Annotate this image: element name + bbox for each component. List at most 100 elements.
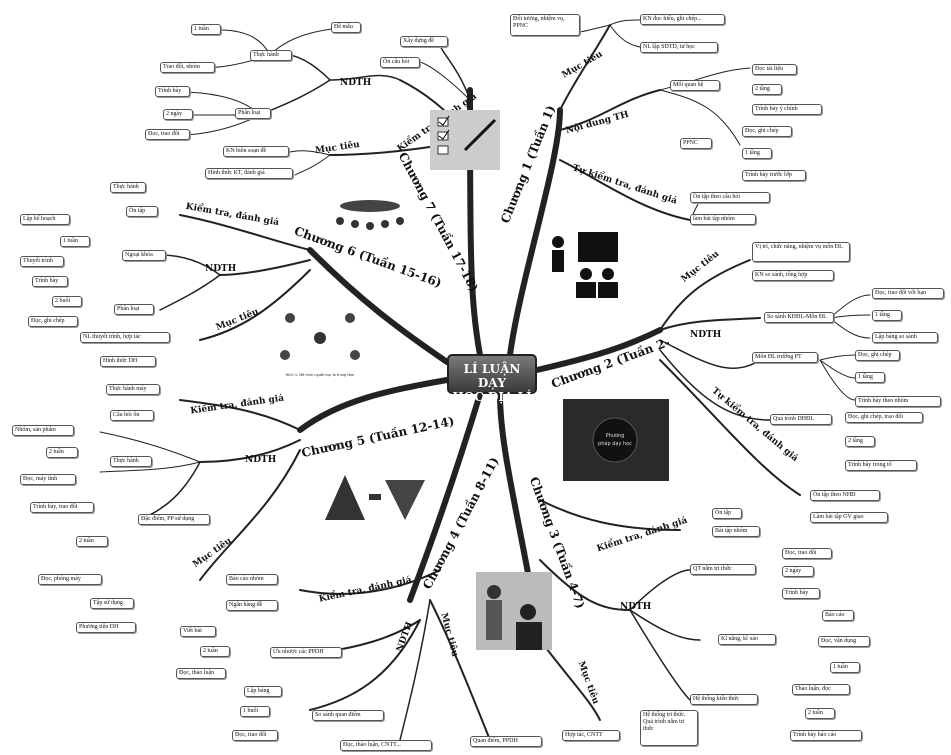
method-caption: Phương: [606, 433, 625, 439]
node[interactable]: PPNC: [680, 138, 712, 149]
node[interactable]: Thực hành: [110, 182, 146, 193]
node[interactable]: Đọc, phòng máy: [38, 574, 102, 585]
node[interactable]: Đọc, ghi chép: [742, 126, 792, 137]
node[interactable]: Đọc, trao đổi: [232, 730, 278, 741]
node[interactable]: 1 tuần: [191, 24, 221, 35]
node[interactable]: Đọc, trao đổi: [782, 548, 832, 559]
node[interactable]: So sánh quan điểm: [312, 710, 384, 721]
node[interactable]: làm bài tập nhóm: [690, 214, 756, 225]
node[interactable]: Trình bày: [155, 86, 190, 97]
node[interactable]: Mối quan hệ: [670, 80, 720, 91]
node[interactable]: Trình bày, trao đổi: [30, 502, 94, 513]
node[interactable]: Đọc, trao đổi: [145, 129, 190, 140]
node[interactable]: Nhóm, sản phẩm: [12, 425, 74, 436]
node[interactable]: Làm bài tập GV giao: [810, 512, 888, 523]
node[interactable]: Đọc, ghi chép: [28, 316, 78, 327]
node[interactable]: 2 tầng: [845, 436, 875, 447]
node[interactable]: Thảo luận, đọc: [792, 684, 850, 695]
node[interactable]: Đọc, vận dụng: [818, 636, 870, 647]
node[interactable]: Câu hỏi ôn: [110, 410, 154, 421]
node[interactable]: 1 tuần: [830, 662, 860, 673]
node[interactable]: Phân loại: [235, 108, 271, 119]
node[interactable]: Ôn câu hỏi: [380, 57, 420, 68]
node[interactable]: Ngoại khóa: [122, 250, 166, 261]
node[interactable]: Đọc, ghi chép: [855, 350, 900, 361]
node[interactable]: Viết bài: [180, 626, 216, 637]
node[interactable]: Ôn tập: [712, 508, 742, 519]
node[interactable]: Hình thức DH: [100, 356, 156, 367]
node[interactable]: Đặc điểm, PP sử dụng: [138, 514, 210, 525]
node[interactable]: Hình thức KT, đánh giá: [205, 168, 293, 179]
node[interactable]: Lập bảng: [244, 686, 282, 697]
node[interactable]: 1 tầng: [742, 148, 772, 159]
node[interactable]: Hệ thống tri thức. Quá trình nắm tri thứ…: [640, 710, 698, 746]
node[interactable]: Đọc tài liệu: [752, 64, 797, 75]
node[interactable]: Đọc, thảo luận: [176, 668, 226, 679]
node[interactable]: Hợp tác, CNTT: [562, 730, 620, 741]
node[interactable]: 2 tuần: [46, 447, 78, 458]
node[interactable]: Ôn tập: [126, 206, 158, 217]
node[interactable]: Bài tập nhóm: [712, 526, 760, 537]
node[interactable]: Vị trí, chức năng, nhiệm vụ môn ĐL: [752, 242, 850, 262]
node[interactable]: Quá trình DHĐL: [770, 414, 832, 425]
node[interactable]: Đọc, thảo luận, CNTT...: [340, 740, 432, 751]
node[interactable]: KN so sánh, tổng hợp: [752, 270, 834, 281]
node[interactable]: Đọc, ghi chép, trao đổi: [845, 412, 923, 423]
node[interactable]: Ôn tập theo NHĐ: [810, 490, 880, 501]
node[interactable]: Thuyết trình: [20, 256, 64, 267]
node[interactable]: 2 ngày: [163, 109, 193, 120]
node[interactable]: Trình bày theo nhóm: [855, 396, 941, 407]
node[interactable]: Đối tượng, nhiệm vụ, PPNC: [510, 14, 580, 36]
node[interactable]: Trao đổi, nhóm: [160, 62, 215, 73]
node[interactable]: 1 tầng: [872, 310, 902, 321]
node[interactable]: Thực hành máy: [106, 384, 160, 395]
node[interactable]: So sánh KHĐL-Môn ĐL: [764, 312, 834, 323]
node[interactable]: Đọc, trao đổi với bạn: [872, 288, 944, 299]
node[interactable]: Lập kế hoạch: [20, 214, 70, 225]
node[interactable]: Trình bày: [32, 276, 68, 287]
node[interactable]: 1 buổi: [240, 706, 270, 717]
node[interactable]: 1 tầng: [855, 372, 885, 383]
pyramid-picture: [325, 475, 425, 520]
node[interactable]: Báo cáo: [822, 610, 854, 621]
c3-ndth-label: NDTH: [620, 602, 652, 612]
c2-ndth-label: NDTH: [690, 330, 722, 340]
c6-ndth-label: NDTH: [205, 264, 237, 274]
node[interactable]: NL lập SĐTD, tư học: [640, 42, 718, 53]
node[interactable]: Môn ĐL trường PT: [752, 352, 818, 363]
node[interactable]: 2 tuần: [200, 646, 230, 657]
node[interactable]: 2 ngày: [782, 566, 814, 577]
node[interactable]: Trình bày ý chính: [752, 104, 822, 115]
node[interactable]: Quan điểm, PPDH: [470, 736, 542, 747]
node[interactable]: 2 buổi: [52, 296, 82, 307]
node[interactable]: 2 tuần: [805, 708, 835, 719]
node[interactable]: Đọc, máy tính: [20, 474, 76, 485]
node[interactable]: Kĩ năng, kĩ xảo: [718, 634, 776, 645]
node[interactable]: Phương tiện DH: [76, 622, 136, 633]
node[interactable]: Thực hành: [250, 50, 292, 61]
node[interactable]: Ưu nhược các PPDH: [270, 647, 342, 658]
node[interactable]: Lập bảng so sánh: [872, 332, 938, 343]
node[interactable]: Trình bày trước lớp: [742, 170, 806, 181]
node[interactable]: Ôn tập theo câu hỏi: [690, 192, 770, 203]
node[interactable]: Tập sử dụng: [90, 598, 134, 609]
node[interactable]: 2 tuần: [76, 536, 108, 547]
node[interactable]: NL thuyết trình, hợp tác: [80, 332, 170, 343]
node[interactable]: Trình bày trong tổ: [845, 460, 917, 471]
node[interactable]: Ngân hàng đề: [226, 600, 278, 611]
node[interactable]: KN đọc hiểu, ghi chép...: [640, 14, 725, 25]
node[interactable]: Hệ thống kiến thức: [690, 694, 758, 705]
node[interactable]: Đề mẫu: [331, 22, 361, 33]
node[interactable]: KN biên soạn đề: [223, 146, 289, 157]
node[interactable]: Thực hành: [110, 456, 152, 467]
node[interactable]: Phân loại: [114, 304, 154, 315]
node[interactable]: Trình bày: [782, 588, 820, 599]
node[interactable]: QT nắm tri thức: [690, 564, 756, 575]
node[interactable]: Xây dựng đề: [400, 36, 448, 47]
node[interactable]: 2 tầng: [752, 84, 782, 95]
node[interactable]: Báo cáo nhóm: [226, 574, 278, 585]
node[interactable]: Trình bày báo cáo: [790, 730, 862, 741]
node[interactable]: 1 tuần: [60, 236, 90, 247]
